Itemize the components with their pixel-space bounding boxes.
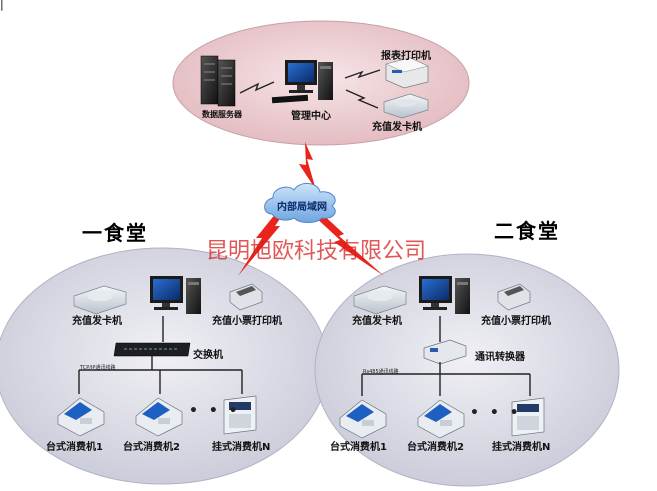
canteen2-card-issuer-label: 充值发卡机 — [352, 316, 402, 327]
canteen2-terminal1-icon — [339, 399, 387, 439]
canteen1-line-label: TCP/IP通讯线路 — [80, 365, 116, 371]
intranet-cloud — [264, 183, 336, 223]
data-server-icon — [200, 55, 236, 107]
report-printer-label: 报表打印机 — [381, 51, 431, 62]
canteen2-ellipsis: • • • — [470, 405, 522, 421]
management-pc-icon — [271, 60, 333, 104]
canteen2-card-issuer-icon — [353, 285, 407, 315]
canteen1-receipt-printer-icon — [229, 283, 263, 311]
canteen1-terminalN-label: 挂式消费机N — [212, 442, 271, 453]
uplink-lightning — [299, 142, 316, 190]
server-link-lightning — [239, 81, 275, 94]
canteen2-terminal2-label: 台式消费机2 — [407, 442, 464, 453]
canteen2-converter-label: 通讯转换器 — [475, 352, 525, 363]
canteen2-terminal2-icon — [417, 399, 465, 439]
issuer-link-lightning — [345, 89, 379, 109]
canteen2-lightning — [312, 210, 384, 276]
canteen1-terminal1-label: 台式消费机1 — [46, 442, 103, 453]
canteen1-card-issuer-label: 充值发卡机 — [72, 316, 122, 327]
canteen2-terminalN-label: 挂式消费机N — [492, 442, 551, 453]
canteen1-terminalN-icon — [223, 395, 257, 435]
canteen2-receipt-printer-icon — [497, 283, 531, 311]
canteen1-receipt-printer-label: 充值小票打印机 — [212, 316, 282, 327]
canteen2-receipt-printer-label: 充值小票打印机 — [481, 316, 551, 327]
printer-link-lightning — [344, 69, 381, 79]
canteen1-switch-icon — [113, 342, 191, 357]
canteen2-pc-icon — [419, 276, 470, 314]
report-printer-icon — [385, 57, 429, 89]
top-card-issuer-icon — [383, 93, 429, 119]
canteen1-ellipsis: • • • — [189, 403, 241, 419]
canteen2-terminalN-icon — [511, 397, 545, 437]
canteen2-title: 二食堂 — [494, 219, 560, 243]
canteen1-terminal1-icon — [57, 397, 105, 437]
company-watermark: 昆明旭欧科技有限公司 — [206, 239, 427, 264]
canteen1-switch-label: 交换机 — [193, 350, 223, 361]
canteen1-card-issuer-icon — [73, 285, 127, 315]
canteen1-title: 一食堂 — [82, 221, 148, 245]
top-card-issuer-label: 充值发卡机 — [372, 122, 422, 133]
canteen1-terminal2-label: 台式消费机2 — [123, 442, 180, 453]
canteen2-line-label: Rs485通讯线路 — [363, 369, 399, 375]
intranet-label: 内部局域网 — [277, 202, 327, 213]
canteen1-lightning — [238, 208, 286, 276]
canteen1-terminal2-icon — [135, 397, 183, 437]
canteen1-pc-icon — [150, 276, 201, 314]
edge-mark: | — [0, 0, 4, 11]
canteen2-converter-icon — [423, 339, 467, 365]
management-center-label: 管理中心 — [291, 111, 331, 122]
canteen2-terminal1-label: 台式消费机1 — [330, 442, 387, 453]
data-server-label: 数据服务器 — [202, 110, 242, 119]
